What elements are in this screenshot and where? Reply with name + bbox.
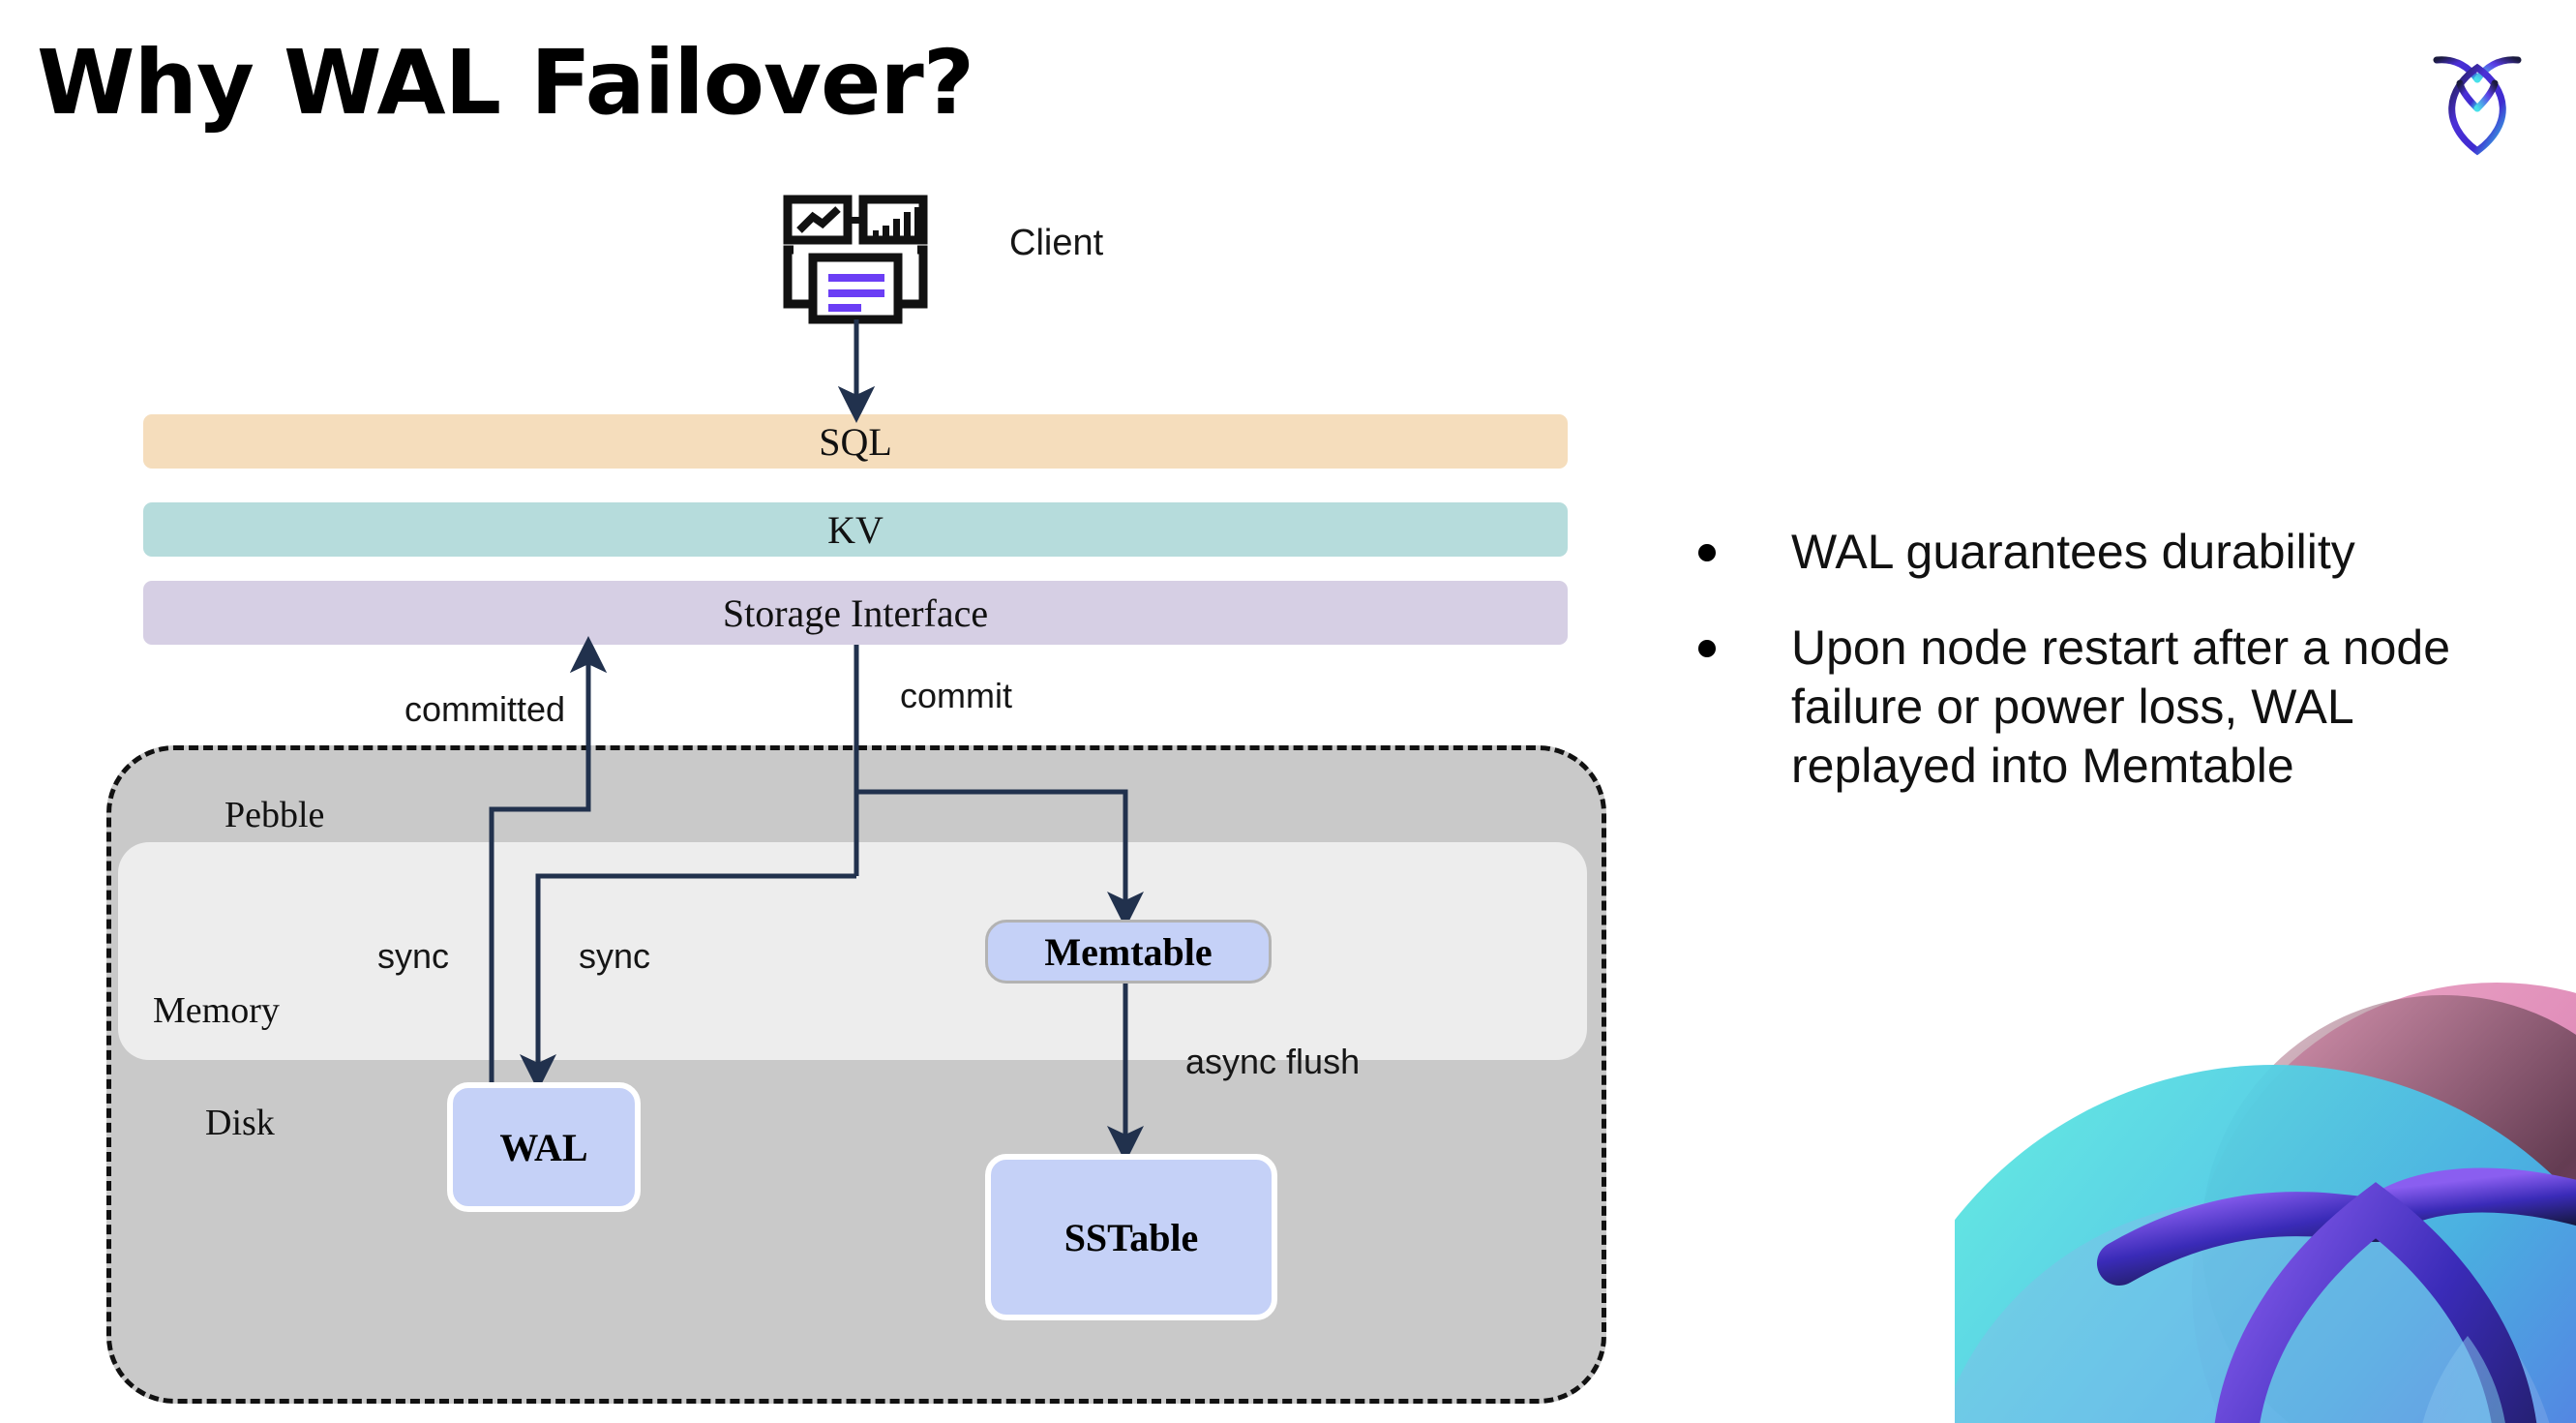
list-item: Upon node restart after a node failure o…	[1698, 619, 2531, 796]
architecture-diagram: Client SQL KV Storage Interface Pebble M…	[106, 194, 1606, 1404]
node-label-memtable: Memtable	[1044, 929, 1213, 974]
memory-region	[118, 842, 1587, 1060]
node-memtable[interactable]: Memtable	[985, 920, 1272, 984]
edge-label-sync-wal: sync	[579, 936, 651, 976]
node-label-wal: WAL	[499, 1125, 588, 1169]
edge-label-committed: committed	[404, 689, 566, 729]
edge-label-sync-ack: sync	[377, 936, 450, 976]
node-wal[interactable]: WAL	[447, 1082, 641, 1212]
client-label: Client	[1009, 223, 1104, 263]
edge-label-commit: commit	[900, 676, 1012, 715]
bullet-text: Upon node restart after a node failure o…	[1791, 621, 2451, 793]
zone-label-memory: Memory	[153, 990, 280, 1031]
list-item: WAL guarantees durability	[1698, 523, 2531, 582]
bullet-dot-icon	[1698, 544, 1716, 561]
zone-label-pebble: Pebble	[225, 795, 325, 835]
layer-bar-kv[interactable]: KV	[143, 502, 1568, 557]
page-title: Why WAL Failover?	[37, 31, 974, 135]
layer-label-kv: KV	[827, 507, 884, 552]
client-dashboard-icon	[774, 194, 929, 324]
node-sstable[interactable]: SSTable	[985, 1154, 1277, 1320]
bullet-text: WAL guarantees durability	[1791, 525, 2355, 579]
layer-label-sql: SQL	[819, 419, 892, 464]
layer-bar-storage-interface[interactable]: Storage Interface	[143, 581, 1568, 645]
zone-label-disk: Disk	[205, 1103, 275, 1143]
layer-label-storage-interface: Storage Interface	[722, 590, 989, 635]
node-label-sstable: SSTable	[1063, 1215, 1199, 1259]
bullet-list: WAL guarantees durability Upon node rest…	[1698, 523, 2531, 833]
cockroach-labs-watermark-icon	[1955, 929, 2576, 1423]
edge-label-async-flush: async flush	[1185, 1042, 1361, 1081]
cockroach-labs-logo-icon	[2410, 35, 2545, 170]
layer-bar-sql[interactable]: SQL	[143, 414, 1568, 469]
bullet-dot-icon	[1698, 640, 1716, 657]
